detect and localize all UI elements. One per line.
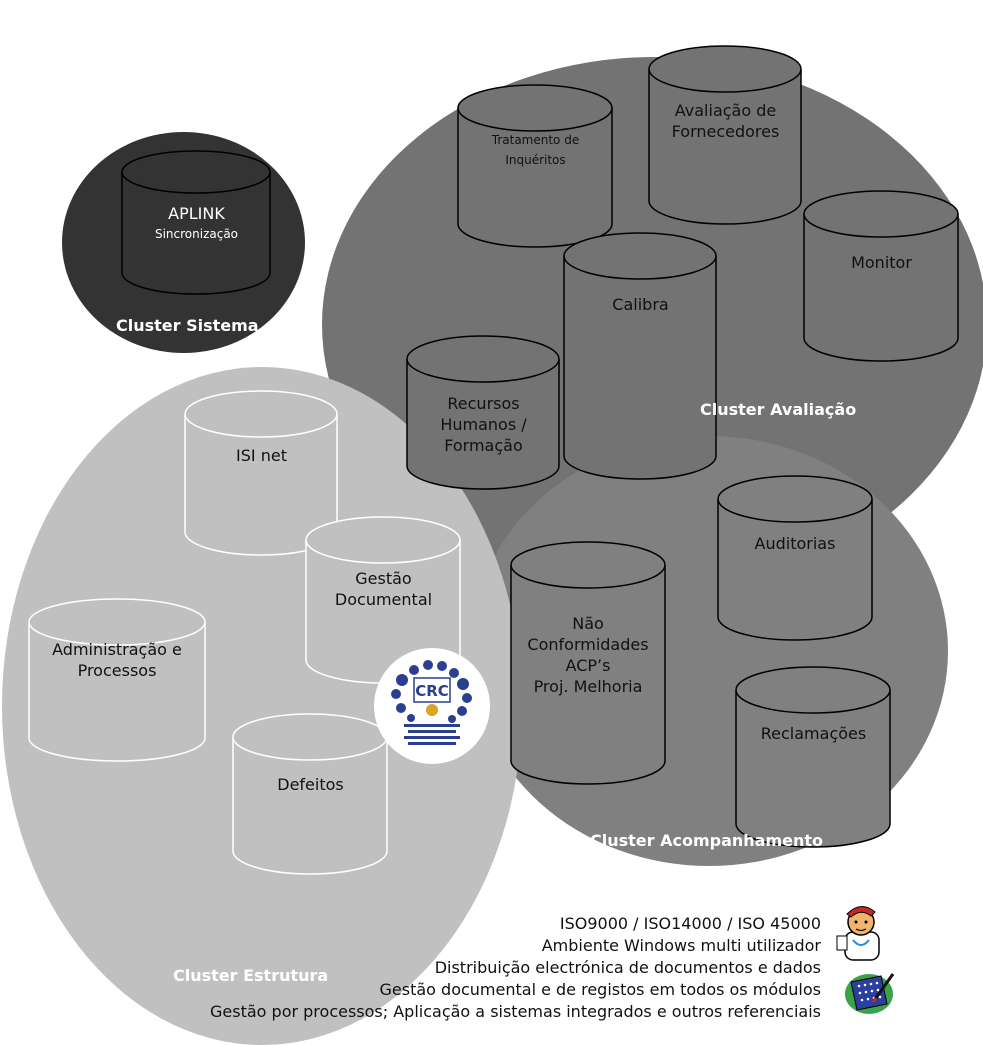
cylinder-tratamento-inqueritos[interactable]: Tratamento de Inquéritos: [457, 84, 614, 248]
cylinder-label: ISI net: [236, 446, 287, 465]
cylinder-monitor[interactable]: Monitor: [803, 190, 960, 362]
cylinder-label: Processos: [77, 661, 157, 680]
cylinder-label: Formação: [444, 436, 523, 455]
cylinder-label: Gestão: [355, 569, 412, 588]
cylinder-isi-net[interactable]: ISI net: [184, 390, 339, 556]
cylinder-label: Inquéritos: [505, 153, 566, 167]
feature-item: Gestão documental e de registos em todos…: [379, 980, 822, 999]
cylinder-label: Administração e: [52, 640, 182, 659]
cluster-estrutura-label: Cluster Estrutura: [173, 966, 329, 985]
cylinder-shape: [717, 475, 873, 641]
cylinder-label: APLINK: [168, 204, 225, 223]
cylinder-shape: [184, 390, 338, 556]
cylinder-shape: [510, 541, 666, 785]
features-list: ISO9000 / ISO14000 / ISO 45000 Ambiente …: [210, 913, 821, 1023]
cylinder-label: Proj. Melhoria: [533, 677, 643, 696]
cylinder-avaliacao-fornecedores[interactable]: Avaliação de Fornecedores: [648, 45, 803, 225]
cylinder-label: Recursos: [447, 394, 520, 413]
cylinder-auditorias[interactable]: Auditorias: [717, 475, 873, 641]
cylinder-label: Tratamento de: [491, 133, 580, 147]
cylinder-label: Calibra: [612, 295, 669, 314]
cluster-avaliacao-label: Cluster Avaliação: [700, 400, 857, 419]
cylinder-label: ACP’s: [565, 656, 611, 675]
cylinder-shape: [406, 335, 560, 490]
cylinder-label: Não: [572, 614, 604, 633]
feature-item: Distribuição electrónica de documentos e…: [434, 958, 821, 977]
cylinder-label: Humanos /: [440, 415, 527, 434]
notepad-pen-clipart-icon: [843, 966, 895, 1016]
svg-text:CRC: CRC: [415, 682, 449, 700]
cylinder-aplink[interactable]: APLINK Sincronização: [121, 150, 272, 295]
cylinder-recursos-humanos[interactable]: Recursos Humanos / Formação: [406, 335, 561, 490]
cylinder-shape: [457, 84, 613, 248]
cylinder-shape: [232, 713, 388, 875]
feature-item: ISO9000 / ISO14000 / ISO 45000: [559, 914, 821, 933]
cylinder-nao-conformidades[interactable]: Não Conformidades ACP’s Proj. Melhoria: [510, 541, 666, 785]
cylinder-label: Fornecedores: [671, 122, 780, 141]
cylinder-shape: [28, 598, 206, 762]
cylinder-label: Reclamações: [760, 724, 867, 743]
feature-item: Gestão por processos; Aplicação a sistem…: [210, 1002, 821, 1021]
cylinder-shape: [735, 666, 891, 848]
cylinder-reclamacoes[interactable]: Reclamações: [735, 666, 892, 848]
cylinder-shape: [121, 150, 271, 295]
cylinder-label: Avaliação de: [674, 101, 777, 120]
cylinder-label: Documental: [334, 590, 433, 609]
cylinder-shape: [305, 516, 461, 684]
doctor-clipart-icon: [835, 900, 887, 962]
cylinder-shape: [648, 45, 802, 225]
crc-logo-graphic: CRC: [391, 660, 472, 745]
cylinder-administracao-processos[interactable]: Administração e Processos: [28, 598, 206, 762]
cluster-acompanhamento-label: Cluster Acompanhamento: [590, 831, 824, 850]
cylinder-label: Monitor: [851, 253, 912, 272]
cylinder-gestao-documental[interactable]: Gestão Documental: [305, 516, 462, 684]
cylinder-sublabel: Sincronização: [154, 227, 239, 241]
cylinder-shape: [563, 232, 717, 480]
cylinder-calibra[interactable]: Calibra: [563, 232, 718, 480]
cylinder-shape: [803, 190, 959, 362]
cylinder-label: Defeitos: [277, 775, 344, 794]
crc-logo: CRC: [374, 648, 490, 764]
cluster-sistema-label: Cluster Sistema: [116, 316, 259, 335]
feature-item: Ambiente Windows multi utilizador: [541, 936, 821, 955]
cylinder-defeitos[interactable]: Defeitos: [232, 713, 389, 875]
cylinder-label: Auditorias: [754, 534, 836, 553]
cylinder-label: Conformidades: [527, 635, 649, 654]
